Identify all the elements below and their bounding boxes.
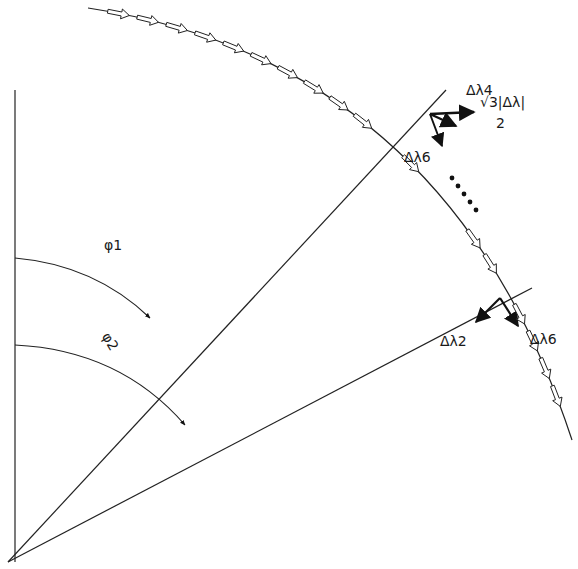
ellipsis-dots [450, 176, 479, 213]
flow-arrow [107, 9, 129, 19]
vector-label: Δλ6 [404, 150, 431, 164]
flow-arrow [539, 357, 551, 378]
flow-arrow [329, 96, 348, 110]
reference-axis [14, 90, 15, 562]
vector-arrow [500, 298, 518, 326]
flow-arrow [166, 22, 188, 33]
vector-arrow [430, 114, 456, 126]
vector-label: Δλ2 [440, 334, 467, 348]
angle-label: φ1 [104, 238, 122, 252]
flow-arrow [194, 31, 215, 42]
radial-line [8, 288, 532, 562]
flow-arrow [353, 113, 372, 128]
flow-arrow [513, 303, 526, 324]
arc-curve [88, 8, 572, 440]
flow-arrow [137, 15, 159, 25]
flow-arrow [277, 66, 297, 79]
angle-label: φ2 [100, 330, 121, 353]
flow-arrow [250, 53, 271, 65]
flow-arrow [223, 41, 244, 53]
flow-arrow [551, 385, 563, 406]
vector-arrow [430, 112, 474, 114]
angle-arc [15, 258, 150, 318]
angle-arc [15, 345, 185, 425]
vector-arrow [476, 298, 500, 322]
vector-label: 2 [496, 116, 505, 130]
flow-arrow [303, 80, 323, 93]
flow-arrow [466, 229, 480, 248]
vector-label: √3|Δλ| [480, 95, 525, 109]
vector-label: Δλ6 [530, 332, 557, 346]
flow-arrow [483, 254, 497, 274]
radial-line [8, 90, 446, 562]
flow-arrows [107, 9, 562, 406]
